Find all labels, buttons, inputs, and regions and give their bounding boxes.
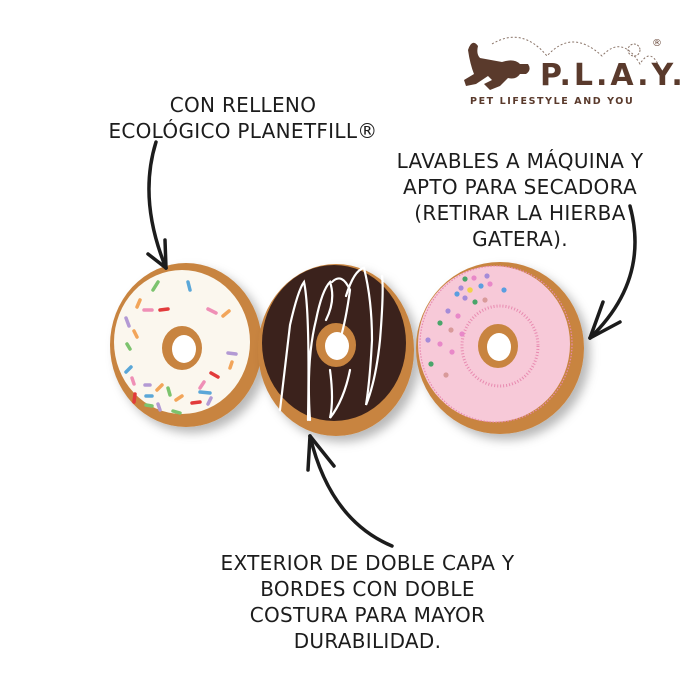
callout-line: ECOLÓGICO PLANETFILL®: [108, 119, 378, 143]
callout-durability: EXTERIOR DE DOBLE CAPA Y BORDES CON DOBL…: [185, 550, 550, 654]
callout-line: CON RELLENO: [169, 93, 317, 117]
callout-line: APTO PARA SECADORA: [403, 175, 637, 199]
chocolate-drizzle-donut: [258, 264, 414, 436]
pink-sprinkle-donut: [416, 262, 584, 434]
callout-filling: CON RELLENO ECOLÓGICO PLANETFILL®: [78, 92, 408, 144]
callout-line: DURABILIDAD.: [293, 629, 442, 653]
callout-washable: LAVABLES A MÁQUINA Y APTO PARA SECADORA …: [360, 148, 680, 252]
callout-line: COSTURA PARA MAYOR: [249, 603, 486, 627]
vanilla-sprinkle-donut: [110, 263, 262, 427]
callout-line: GATERA).: [472, 227, 568, 251]
callout-line: (RETIRAR LA HIERBA: [414, 201, 626, 225]
brand-tagline: PET LIFESTYLE AND YOU: [470, 96, 635, 107]
dog-icon: [464, 36, 663, 90]
callout-line: LAVABLES A MÁQUINA Y: [396, 149, 644, 173]
registered-mark: ®: [652, 38, 662, 49]
callout-line: EXTERIOR DE DOBLE CAPA Y: [220, 551, 515, 575]
callout-line: BORDES CON DOBLE: [260, 577, 475, 601]
arrow-icon: [588, 204, 637, 340]
brand-name: P.L.A.Y.: [540, 58, 686, 93]
brand-logo: P.L.A.Y. ® PET LIFESTYLE AND YOU: [462, 34, 683, 114]
arrow-icon: [306, 434, 394, 548]
arrow-icon: [146, 140, 168, 270]
